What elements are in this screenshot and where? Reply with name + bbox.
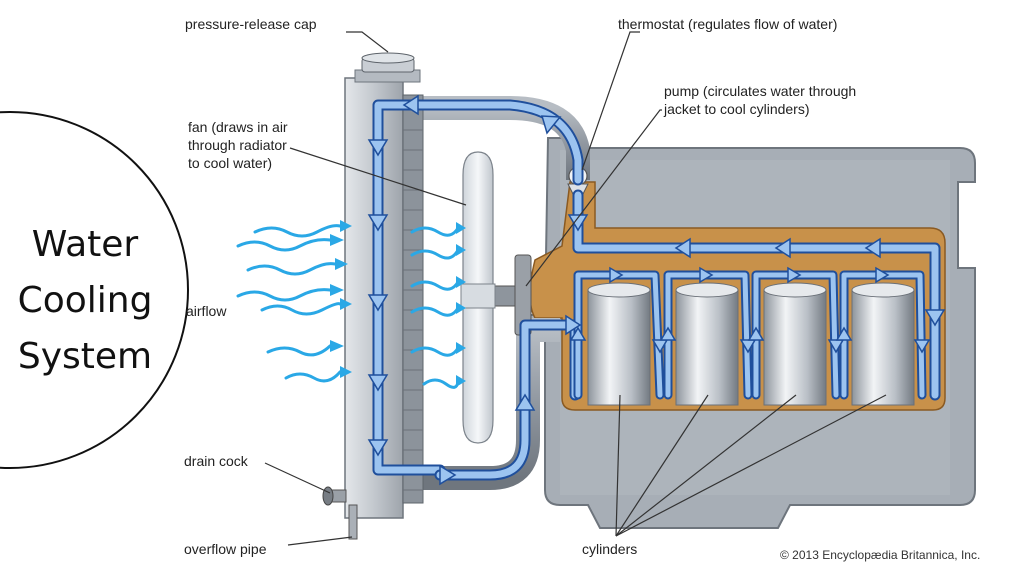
leader-cylinder-3 (615, 394, 797, 537)
label-airflow: airflow (186, 303, 227, 319)
label-fan-line-2: through radiator (188, 137, 287, 153)
leader-lines (264, 31, 887, 546)
cylinder-4 (851, 282, 915, 406)
leader-fan (289, 147, 467, 206)
title-line-2: Cooling (17, 280, 153, 321)
pressure-release-cap (361, 52, 415, 73)
flow-arrows (367, 94, 946, 486)
leader-drain-cock (264, 462, 331, 494)
leader-cylinder-2 (615, 394, 709, 537)
label-pressure-release-cap: pressure-release cap (185, 16, 317, 32)
label-drain-cock: drain cock (184, 453, 248, 469)
cylinder-3 (763, 282, 827, 406)
airflow-arrowheads (330, 220, 466, 387)
leader-cylinder-4 (615, 394, 887, 537)
leader-pump (525, 109, 662, 287)
leader-thermostat (581, 31, 640, 171)
label-fan-line-1: fan (draws in air (188, 119, 288, 135)
title-circle (0, 111, 189, 469)
cylinder-2 (675, 282, 739, 406)
label-pump-line-1: pump (circulates water through (664, 83, 857, 99)
leader-pressure-cap (346, 31, 389, 53)
copyright-notice: © 2013 Encyclopædia Britannica, Inc. (780, 548, 981, 562)
cylinder-1 (587, 282, 651, 406)
title-line-1: Water (31, 224, 139, 265)
cylinders (587, 282, 915, 406)
label-overflow-pipe: overflow pipe (184, 541, 267, 557)
leader-cylinder-1 (615, 394, 621, 537)
label-thermostat: thermostat (regulates flow of water) (618, 16, 838, 32)
radiator (344, 69, 424, 519)
leader-overflow-pipe (287, 536, 353, 546)
drain-cock (322, 486, 347, 506)
label-cylinders: cylinders (582, 541, 638, 557)
overflow-pipe (348, 504, 358, 540)
label-pump-line-2: jacket to cool cylinders) (664, 101, 810, 117)
title-line-3: System (17, 336, 153, 377)
label-fan-line-3: to cool water) (188, 155, 273, 171)
fan (460, 151, 532, 444)
